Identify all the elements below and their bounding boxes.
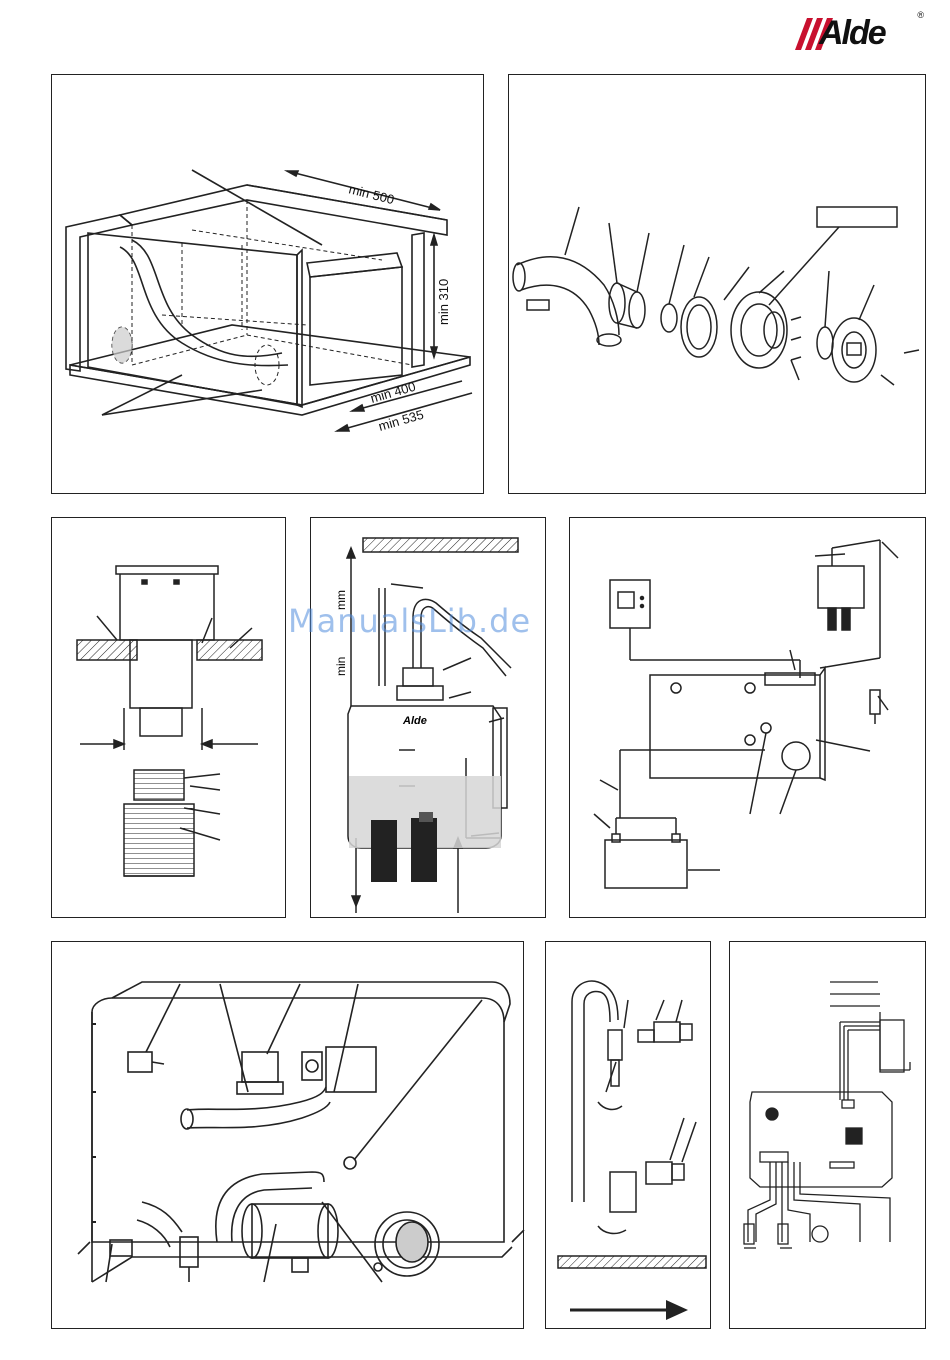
dim-min-535: min 535 xyxy=(377,407,426,434)
figure-spout-connection xyxy=(545,941,711,1329)
brand-registered: ® xyxy=(917,10,924,20)
wiring-drawing xyxy=(570,518,927,919)
brand-logo: Alde ® xyxy=(777,14,922,54)
figure-tank: Alde min mm xyxy=(310,517,546,918)
dim-min-310: min 310 xyxy=(436,279,451,325)
flue-exploded-drawing xyxy=(509,75,927,495)
tank-brand-label: Alde xyxy=(402,715,427,727)
installation-box-drawing: min 500 min 310 min 400 min 535 xyxy=(52,75,485,495)
figure-flue-exploded xyxy=(508,74,926,494)
roof-flue-drawing xyxy=(52,518,287,919)
tank-dim-min: min xyxy=(334,657,348,676)
control-board-drawing xyxy=(730,942,927,1330)
figure-roof-flue xyxy=(51,517,286,918)
arrow-right-icon xyxy=(666,1300,688,1320)
figure-wiring xyxy=(569,517,926,918)
spout-connection-drawing xyxy=(546,942,712,1330)
brand-name: Alde xyxy=(819,14,885,53)
heater-unit-drawing xyxy=(52,942,525,1330)
tank-drawing: Alde min mm xyxy=(311,518,547,919)
dim-min-400: min 400 xyxy=(369,379,418,406)
figure-heater-unit xyxy=(51,941,524,1329)
figure-control-board xyxy=(729,941,926,1329)
figure-installation-box: min 500 min 310 min 400 min 535 xyxy=(51,74,484,494)
watermark-text: ManualsLib.de xyxy=(288,602,531,640)
